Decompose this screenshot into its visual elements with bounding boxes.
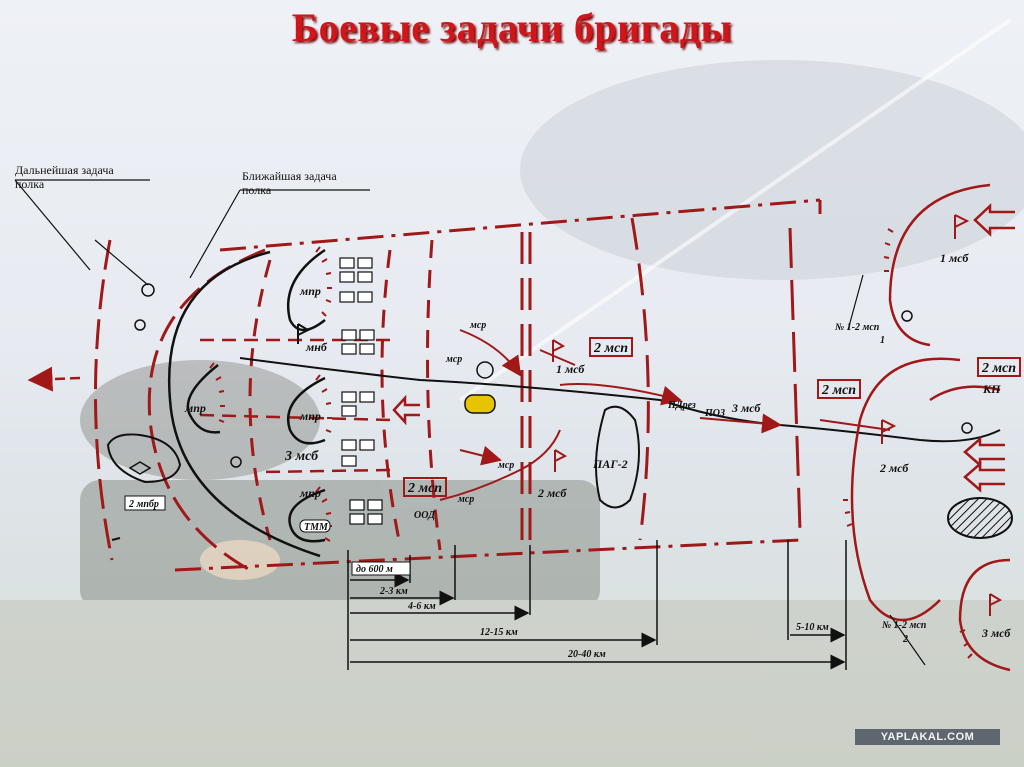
unit-symbol-clusters	[339, 257, 383, 525]
unit-msr-4: мср	[457, 494, 474, 505]
label-msp12-top-sub: 1	[880, 335, 885, 346]
unit-2-msb-right: 2 мсб	[879, 461, 909, 475]
distance-4-6km: 4-6 км	[407, 601, 436, 612]
left-arrows	[27, 338, 391, 474]
watermark: YAPLAKAL.COM	[855, 729, 1000, 745]
unit-mpr-1: мпр	[299, 284, 321, 298]
flags	[552, 214, 1003, 616]
distance-20-40km: 20-40 км	[567, 649, 606, 660]
unit-1-msb: 1 мсб	[556, 362, 585, 376]
near-task-label-1: Ближайшая задача	[242, 169, 337, 183]
svg-text:2 мсп: 2 мсп	[981, 361, 1016, 376]
enemy-reserve	[947, 497, 1013, 539]
label-msp12-bottom-sub: 2	[902, 634, 908, 645]
unit-msr-1: мср	[469, 320, 486, 331]
distance-labels: до 600 м 2-3 км 4-6 км 12-15 км 20-40 км…	[351, 561, 829, 660]
further-task-label-2: полка	[15, 177, 45, 191]
regiment-frame	[94, 198, 822, 572]
svg-text:2 мсп: 2 мсп	[821, 383, 856, 398]
msp-box-lower: 2 мсп	[403, 477, 447, 497]
msp-box-right: 2 мсп	[817, 379, 861, 399]
enemy-positions	[850, 183, 1011, 672]
unit-kp: КП	[982, 382, 1001, 396]
unit-msr-3: мср	[497, 460, 514, 471]
label-msp12-bottom: № 1-2 мсп	[881, 620, 927, 631]
svg-text:ТММ: ТММ	[304, 522, 329, 533]
label-msp12-top: № 1-2 мсп	[834, 322, 880, 333]
distance-12-15km: 12-15 км	[480, 627, 518, 638]
distance-600m: до 600 м	[356, 564, 393, 575]
distance-scales	[347, 540, 847, 670]
svg-text:2 мсп: 2 мсп	[593, 341, 628, 356]
further-task-label-1: Дальнейшая задача	[15, 163, 114, 177]
unit-3-msb: 3 мсб	[284, 449, 319, 464]
unit-mnb: мнб	[305, 340, 328, 354]
mpbr-area	[106, 433, 182, 484]
unit-mpr-4: мпр	[184, 401, 206, 415]
task-leaders	[14, 179, 926, 666]
svg-text:2 мпбр: 2 мпбр	[128, 499, 159, 510]
unit-mpr-2: мпр	[299, 409, 321, 423]
unit-pag2: ПАГ-2	[592, 457, 628, 471]
mpbr-box: 2 мпбр	[124, 495, 166, 511]
msp-box-center: 2 мсп	[589, 337, 633, 357]
pag2-area	[595, 405, 640, 509]
unit-1-msb-right: 1 мсб	[940, 251, 969, 265]
page-title: Боевые задачи бригады	[291, 5, 733, 50]
unit-ood: ООД	[414, 510, 436, 521]
svg-text:2 мсп: 2 мсп	[407, 481, 442, 496]
msp-box-top-right: 2 мсп	[977, 357, 1021, 377]
unit-mpr-3: мпр	[299, 486, 321, 500]
background-scenery	[0, 60, 1024, 767]
unit-poz: ПОЗ	[704, 408, 725, 419]
unit-pdrez: ПДрез	[667, 400, 696, 411]
mpr-positions	[186, 248, 326, 543]
near-task-boundary	[167, 250, 321, 558]
attack-arrows	[392, 203, 1015, 493]
unit-2-msb-left: 2 мсб	[537, 486, 567, 500]
tmm-box: ТММ	[299, 519, 331, 533]
unit-msr-2: мср	[445, 354, 462, 365]
distance-2-3km: 2-3 км	[379, 586, 408, 597]
unit-3-msb-road: 3 мсб	[731, 401, 761, 415]
distance-5-10km: 5-10 км	[796, 622, 829, 633]
near-task-label-2: полка	[242, 183, 272, 197]
advance-route	[239, 329, 1001, 501]
unit-3-msb-right: 3 мсб	[981, 626, 1011, 640]
